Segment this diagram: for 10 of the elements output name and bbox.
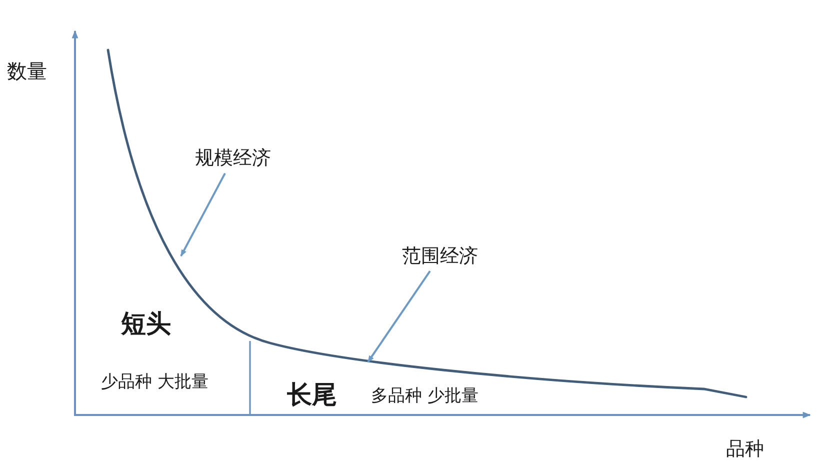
leader-arrow <box>367 270 431 363</box>
callout-text: 范围经济 <box>402 245 478 268</box>
region-label: 长尾 <box>287 380 337 410</box>
leader-arrow <box>180 172 226 257</box>
region-description: 多品种 少批量 <box>371 386 478 406</box>
axis-label: 数量 <box>7 59 47 83</box>
region-label: 短头 <box>121 309 171 339</box>
callout-text: 规模经济 <box>195 147 271 170</box>
region-description: 少品种 大批量 <box>101 372 208 392</box>
axis-label: 品种 <box>726 438 764 461</box>
